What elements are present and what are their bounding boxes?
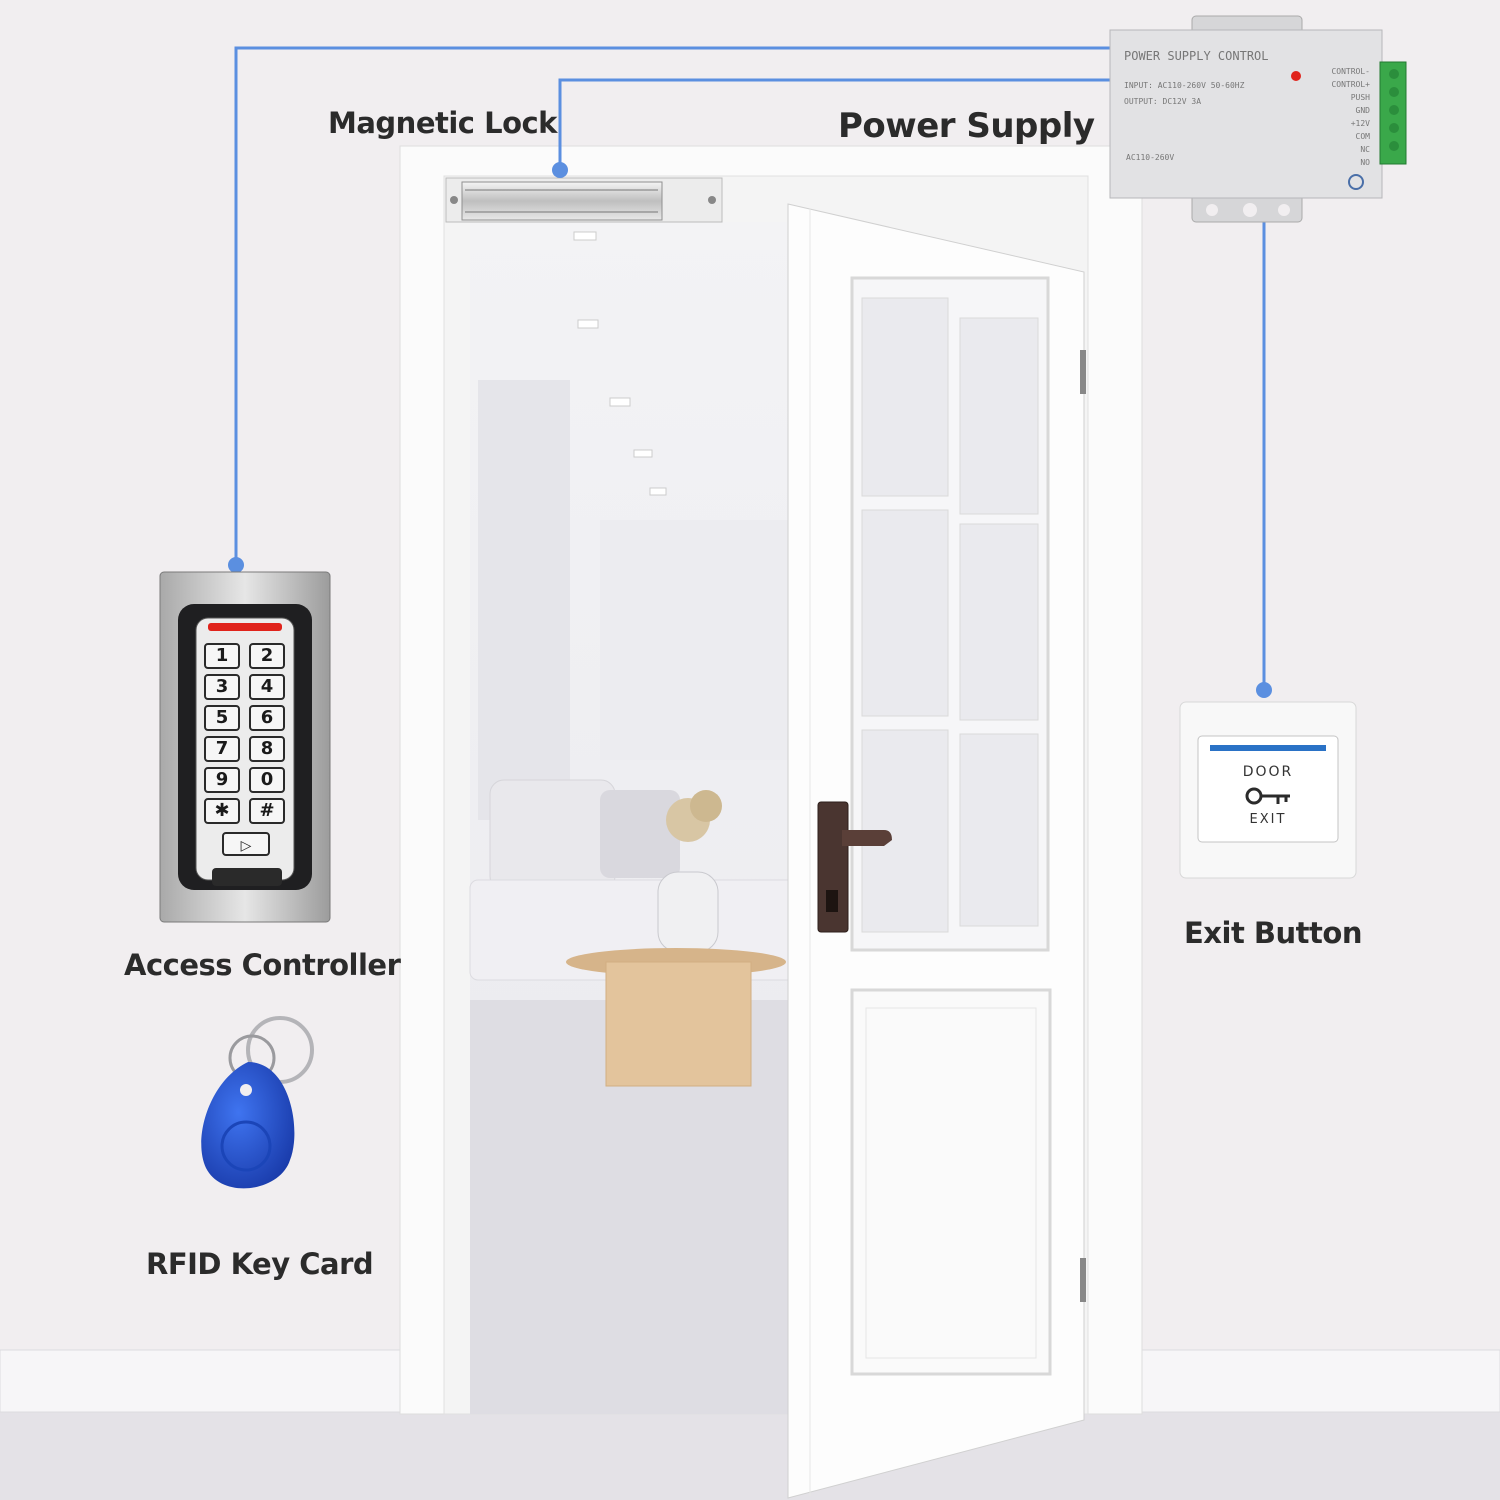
keypad-key[interactable]: 5 [204, 705, 240, 731]
label-power-supply: Power Supply [838, 106, 1095, 146]
room-view [469, 222, 801, 1414]
label-rfid-key-card: RFID Key Card [146, 1247, 374, 1281]
magnetic-lock [445, 177, 723, 223]
psu-line3: AC110-260V [1126, 153, 1174, 162]
wires [234, 46, 1266, 690]
baseboard-left [0, 1349, 401, 1413]
psu-title: POWER SUPPLY CONTROL [1124, 49, 1269, 63]
keypad-key[interactable]: 0 [249, 767, 285, 793]
access-controller-body [159, 571, 331, 923]
keypad-key[interactable]: 1 [204, 643, 240, 669]
psu-terminal-label: PUSH [1351, 93, 1370, 102]
psu-terminal-label: +12V [1351, 119, 1370, 128]
wire-node-lock [552, 162, 568, 178]
label-access-controller: Access Controller [124, 948, 401, 982]
psu-terminal-label: GND [1356, 106, 1371, 115]
keypad-enter-key[interactable]: ▷ [222, 832, 270, 856]
keypad-key[interactable]: 8 [249, 736, 285, 762]
baseboard-right [1141, 1349, 1500, 1413]
keypad-key[interactable]: 6 [249, 705, 285, 731]
keypad-key[interactable]: 9 [204, 767, 240, 793]
keypad-key[interactable]: 7 [204, 736, 240, 762]
psu-terminal-label: NO [1360, 158, 1370, 167]
psu-terminal-labels: CONTROL- CONTROL+ PUSH GND +12V COM NC NO [1331, 67, 1370, 167]
label-exit-button: Exit Button [1184, 916, 1362, 950]
psu-terminal-label: COM [1356, 132, 1371, 141]
keypad-key[interactable]: # [249, 798, 285, 824]
psu-terminal-label: CONTROL- [1331, 67, 1370, 76]
psu-line1: INPUT: AC110-260V 50-60HZ [1124, 81, 1245, 90]
label-magnetic-lock: Magnetic Lock [328, 106, 557, 140]
exit-plate-top: DOOR [1242, 764, 1294, 780]
enter-icon: ▷ [240, 838, 252, 854]
floor [0, 1412, 1500, 1500]
exit-button-body [1179, 701, 1357, 879]
keypad-key[interactable]: 2 [249, 643, 285, 669]
exit-plate-bottom: EXIT [1249, 812, 1287, 827]
keypad-key[interactable]: 3 [204, 674, 240, 700]
keypad-key[interactable]: 4 [249, 674, 285, 700]
psu-terminal-label: NC [1360, 145, 1370, 154]
psu-terminal-label: CONTROL+ [1331, 80, 1370, 89]
wire-node-exit [1256, 682, 1272, 698]
exit-plate[interactable]: DOOR EXIT [1198, 760, 1338, 840]
rfid-key-fob [201, 1016, 314, 1189]
wire-node-controller [228, 557, 244, 573]
psu-line2: OUTPUT: DC12V 3A [1124, 97, 1201, 106]
power-supply-unit: POWER SUPPLY CONTROL INPUT: AC110-260V 5… [1109, 15, 1407, 223]
door-leaf [787, 203, 1086, 1499]
keypad-key[interactable]: ✱ [204, 798, 240, 824]
